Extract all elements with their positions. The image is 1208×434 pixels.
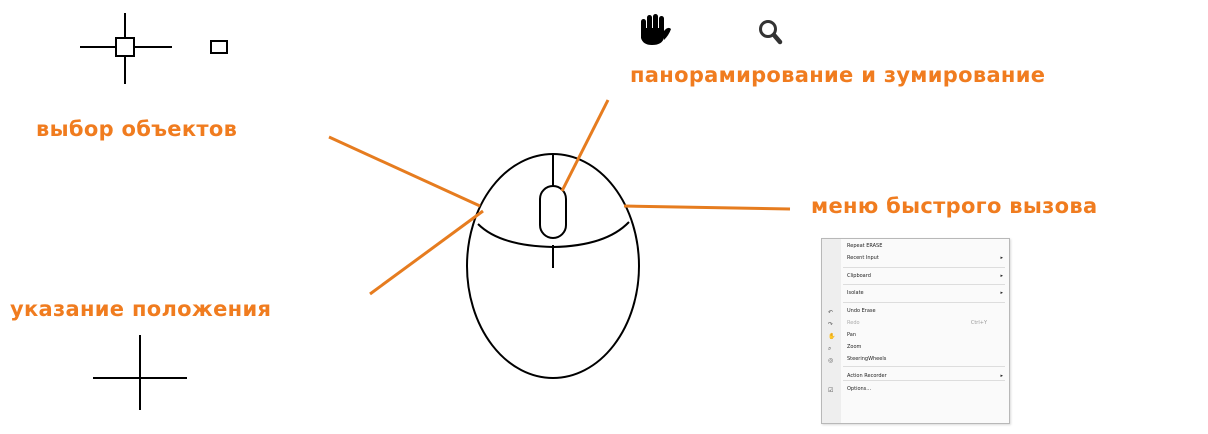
- menu-item-label: Recent Input: [847, 254, 879, 263]
- label-select-objects: выбор объектов: [36, 117, 237, 141]
- crosshair-icon: [93, 335, 187, 410]
- zoom-magnifier-icon: [761, 22, 781, 43]
- menu-item-icon: ✋: [828, 332, 835, 341]
- menu-separator: [843, 267, 1005, 268]
- callout-select-line: [329, 137, 480, 206]
- menu-item-label: Pan: [847, 331, 856, 340]
- menu-item[interactable]: ☑ Options...: [822, 385, 1009, 394]
- crosshair-pickbox-icon: [80, 13, 172, 84]
- menu-item[interactable]: ↷ Redo Ctrl+Y: [822, 319, 1009, 328]
- menu-item[interactable]: Recent Input ▸: [822, 254, 1009, 263]
- menu-item[interactable]: Action Recorder ▸: [822, 372, 1009, 381]
- menu-item-icon: ⌕: [828, 344, 831, 353]
- submenu-arrow-icon: ▸: [1000, 372, 1003, 381]
- mouse-icon: [467, 154, 639, 378]
- callout-pan-line: [562, 100, 608, 191]
- submenu-arrow-icon: ▸: [1000, 289, 1003, 298]
- menu-item-label: SteeringWheels: [847, 355, 886, 364]
- menu-item-label: Options...: [847, 385, 871, 394]
- menu-item[interactable]: ✋ Pan: [822, 331, 1009, 340]
- pickbox-icon: [211, 41, 227, 53]
- menu-item-label: Undo Erase: [847, 307, 876, 316]
- label-specify-point: указание положения: [10, 297, 271, 321]
- menu-item[interactable]: Repeat ERASE: [822, 242, 1009, 251]
- submenu-arrow-icon: ▸: [1000, 272, 1003, 281]
- menu-separator: [843, 302, 1005, 303]
- menu-item[interactable]: Isolate ▸: [822, 289, 1009, 298]
- label-shortcut-menu: меню быстрого вызова: [811, 194, 1097, 218]
- menu-item-label: Isolate: [847, 289, 864, 298]
- callout-lines: [329, 100, 790, 294]
- menu-item-label: Action Recorder: [847, 372, 887, 381]
- pan-hand-icon: [641, 14, 671, 45]
- menu-item-icon: ☑: [828, 386, 833, 395]
- menu-item-label: Redo: [847, 319, 860, 328]
- menu-item-label: Clipboard: [847, 272, 871, 281]
- menu-item-shortcut: Ctrl+Y: [971, 319, 987, 328]
- menu-item-label: Zoom: [847, 343, 861, 352]
- menu-item[interactable]: ◎ SteeringWheels: [822, 355, 1009, 364]
- callout-menu-line: [624, 206, 790, 209]
- menu-item-icon: ↷: [828, 320, 833, 329]
- label-pan-zoom: панорамирование и зумирование: [630, 63, 1045, 87]
- menu-item[interactable]: Clipboard ▸: [822, 272, 1009, 281]
- menu-item-icon: ↶: [828, 308, 833, 317]
- menu-item[interactable]: ⌕ Zoom: [822, 343, 1009, 352]
- submenu-arrow-icon: ▸: [1000, 254, 1003, 263]
- callout-point-line: [370, 211, 483, 294]
- menu-item-label: Repeat ERASE: [847, 242, 882, 251]
- menu-separator: [843, 284, 1005, 285]
- menu-item-icon: ◎: [828, 356, 833, 365]
- menu-separator: [843, 366, 1005, 367]
- menu-item[interactable]: ↶ Undo Erase: [822, 307, 1009, 316]
